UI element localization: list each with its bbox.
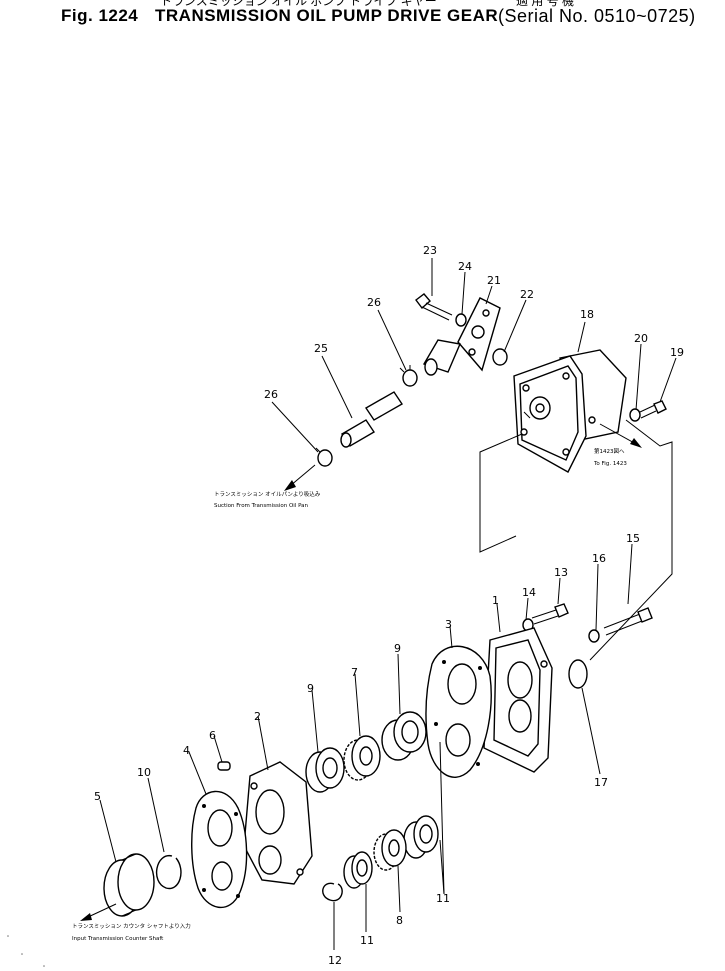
callout-9-right: 9: [394, 642, 401, 655]
bearing-9-left: [305, 747, 345, 793]
callout-7: 7: [351, 666, 358, 679]
leader-lines: [99, 258, 677, 950]
callout-26-lower: 26: [264, 388, 278, 401]
bolt-23: [415, 293, 453, 321]
gasket-3: [425, 645, 492, 778]
hose-25: [340, 391, 403, 448]
bearing-11-left: [343, 851, 373, 889]
washer-16: [588, 629, 600, 643]
gear-7: [343, 735, 381, 781]
notes: トランスミッション オイルパンより吸込み Suction From Transm…: [72, 447, 627, 942]
note-suction-english: Suction From Transmission Oil Pan: [214, 503, 309, 509]
flange-21: [457, 297, 501, 372]
bearing-11-right: [403, 815, 439, 859]
callout-5: 5: [94, 790, 101, 803]
callout-13: 13: [554, 566, 568, 579]
callout-3: 3: [445, 618, 452, 631]
callout-17: 17: [594, 776, 608, 789]
bolt-13: [531, 603, 569, 625]
snap-ring-12: [322, 882, 343, 902]
hose-clamp-26-lower: [315, 447, 333, 467]
scan-speck: [21, 953, 23, 955]
callout-11-left: 11: [360, 934, 374, 947]
callout-20: 20: [634, 332, 648, 345]
callout-15: 15: [626, 532, 640, 545]
callout-25: 25: [314, 342, 328, 355]
hose-clamp-26-upper: [399, 365, 418, 387]
callout-22: 22: [520, 288, 534, 301]
o-ring-22: [492, 348, 508, 366]
callout-4: 4: [183, 744, 190, 757]
callout-24: 24: [458, 260, 472, 273]
gear-8: [373, 829, 407, 871]
callout-21: 21: [487, 274, 501, 287]
callout-10: 10: [137, 766, 151, 779]
o-ring-17: [568, 659, 588, 689]
callout-8: 8: [396, 914, 403, 927]
note-to-fig-english: To Fig. 1423: [593, 461, 627, 467]
bolt-19: [639, 400, 667, 419]
callout-9-left: 9: [307, 682, 314, 695]
callout-1: 1: [492, 594, 499, 607]
serial-range: (Serial No. 0510~0725): [498, 6, 696, 26]
callout-26-upper: 26: [367, 296, 381, 309]
callout-16: 16: [592, 552, 606, 565]
to-fig-arrow: [599, 423, 642, 448]
callout-14: 14: [522, 586, 536, 599]
note-suction-japanese: トランスミッション オイルパンより吸込み: [214, 490, 321, 498]
pin-6: [217, 761, 231, 771]
seal-5: [103, 853, 155, 917]
washer-20: [629, 408, 641, 422]
alignment-line-left: [479, 433, 523, 553]
callout-19: 19: [670, 346, 684, 359]
suction-arrow: [284, 464, 316, 491]
bolt-15: [603, 607, 653, 636]
scan-speck: [7, 935, 9, 937]
oil-pump-18: [513, 349, 627, 473]
snap-ring-10: [155, 855, 182, 890]
note-input-japanese: トランスミッション カウンタ シャフトより入力: [72, 922, 191, 930]
input-arrow: [80, 903, 117, 921]
callout-11-right: 11: [436, 892, 450, 905]
suction-pipe: [422, 339, 461, 376]
note-to-fig-japanese: 第1423図へ: [594, 447, 625, 455]
bearing-9-right: [381, 711, 427, 761]
header-japanese-serial: 適 用 号 機: [516, 0, 575, 8]
note-input-english: Input Transmission Counter Shaft: [72, 936, 164, 942]
page-title: TRANSMISSION OIL PUMP DRIVE GEAR: [155, 6, 499, 25]
cover-2: [243, 761, 313, 885]
scan-speck: [43, 965, 45, 967]
callout-12: 12: [328, 954, 342, 967]
washer-24: [455, 313, 467, 327]
fig-label: Fig. 1224: [61, 6, 139, 25]
alignment-line-right: [589, 419, 673, 661]
callout-23: 23: [423, 244, 437, 257]
header-japanese-title: トランスミッション オイル ポンプ ドライブ ギヤー: [160, 0, 437, 8]
housing-1: [482, 627, 553, 773]
callout-2: 2: [254, 710, 261, 723]
gasket-4: [191, 790, 248, 909]
callout-numbers: 1 2 3 4 5 6 7 8 9 9 10 11 11 12 13 14 15…: [94, 244, 684, 967]
callout-6: 6: [209, 729, 216, 742]
callout-18: 18: [580, 308, 594, 321]
